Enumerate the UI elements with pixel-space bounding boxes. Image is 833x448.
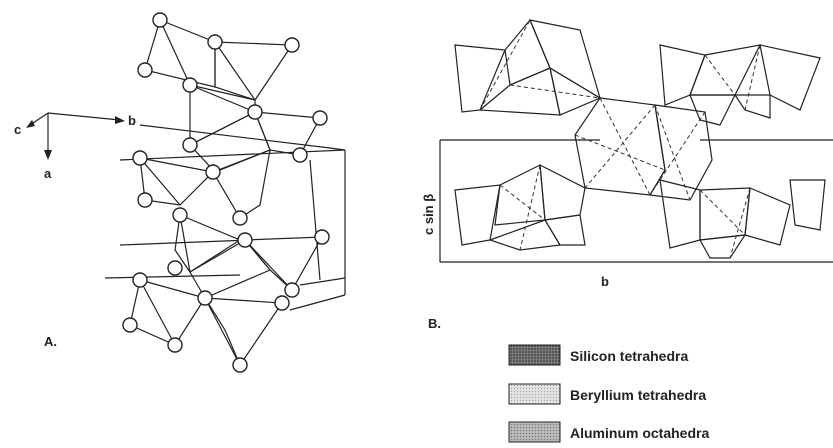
silicon-tetrahedron — [144, 19, 216, 88]
silicon-swatch — [508, 344, 561, 366]
unit-cell-frame — [439, 139, 833, 263]
legend: Silicon tetrahedra Beryllium tetrahedra … — [508, 344, 709, 443]
legend-item-aluminum: Aluminum octahedra — [508, 421, 709, 443]
axis-label-b: b — [128, 113, 136, 128]
beryllium-tetrahedron — [214, 41, 294, 101]
beryllium-swatch — [508, 383, 561, 405]
legend-label: Beryllium tetrahedra — [570, 387, 706, 403]
upper-right-ring — [659, 44, 821, 126]
legend-label: Silicon tetrahedra — [570, 348, 688, 364]
axis-label-c-sin-beta: c sin β — [421, 194, 436, 235]
panel-a-chain-diagram: b c a — [14, 12, 346, 373]
aluminum-swatch — [508, 421, 561, 443]
polyhedra-chain — [129, 19, 324, 367]
lower-left-ring — [454, 163, 586, 251]
upper-left-ring — [454, 18, 602, 116]
legend-item-beryllium: Beryllium tetrahedra — [508, 383, 706, 405]
panel-a-label: A. — [44, 334, 57, 349]
oxygen-atoms — [122, 12, 330, 373]
axes-indicator: b c a — [14, 112, 136, 181]
beryllium-tetrahedron — [189, 239, 271, 299]
panel-b-ring-diagram: b c sin β B. — [421, 18, 833, 331]
legend-item-silicon: Silicon tetrahedra — [508, 344, 688, 366]
beryllium-tetrahedron — [189, 111, 271, 173]
beryllium-tetrahedron — [212, 149, 271, 219]
silicon-tetrahedron — [243, 236, 324, 291]
lower-right-ring — [659, 179, 826, 259]
panel-b-label: B. — [428, 316, 441, 331]
legend-label: Aluminum octahedra — [570, 425, 709, 441]
axis-label-a: a — [44, 166, 52, 181]
silicon-tetrahedron — [254, 111, 321, 156]
beryllium-tetrahedron — [189, 84, 256, 146]
axis-label-b-panel: b — [601, 274, 609, 289]
aluminum-octahedra-center — [574, 97, 713, 201]
axis-label-c: c — [14, 122, 21, 137]
beryllium-tetrahedron — [203, 297, 284, 367]
silicon-tetrahedron — [129, 279, 206, 346]
